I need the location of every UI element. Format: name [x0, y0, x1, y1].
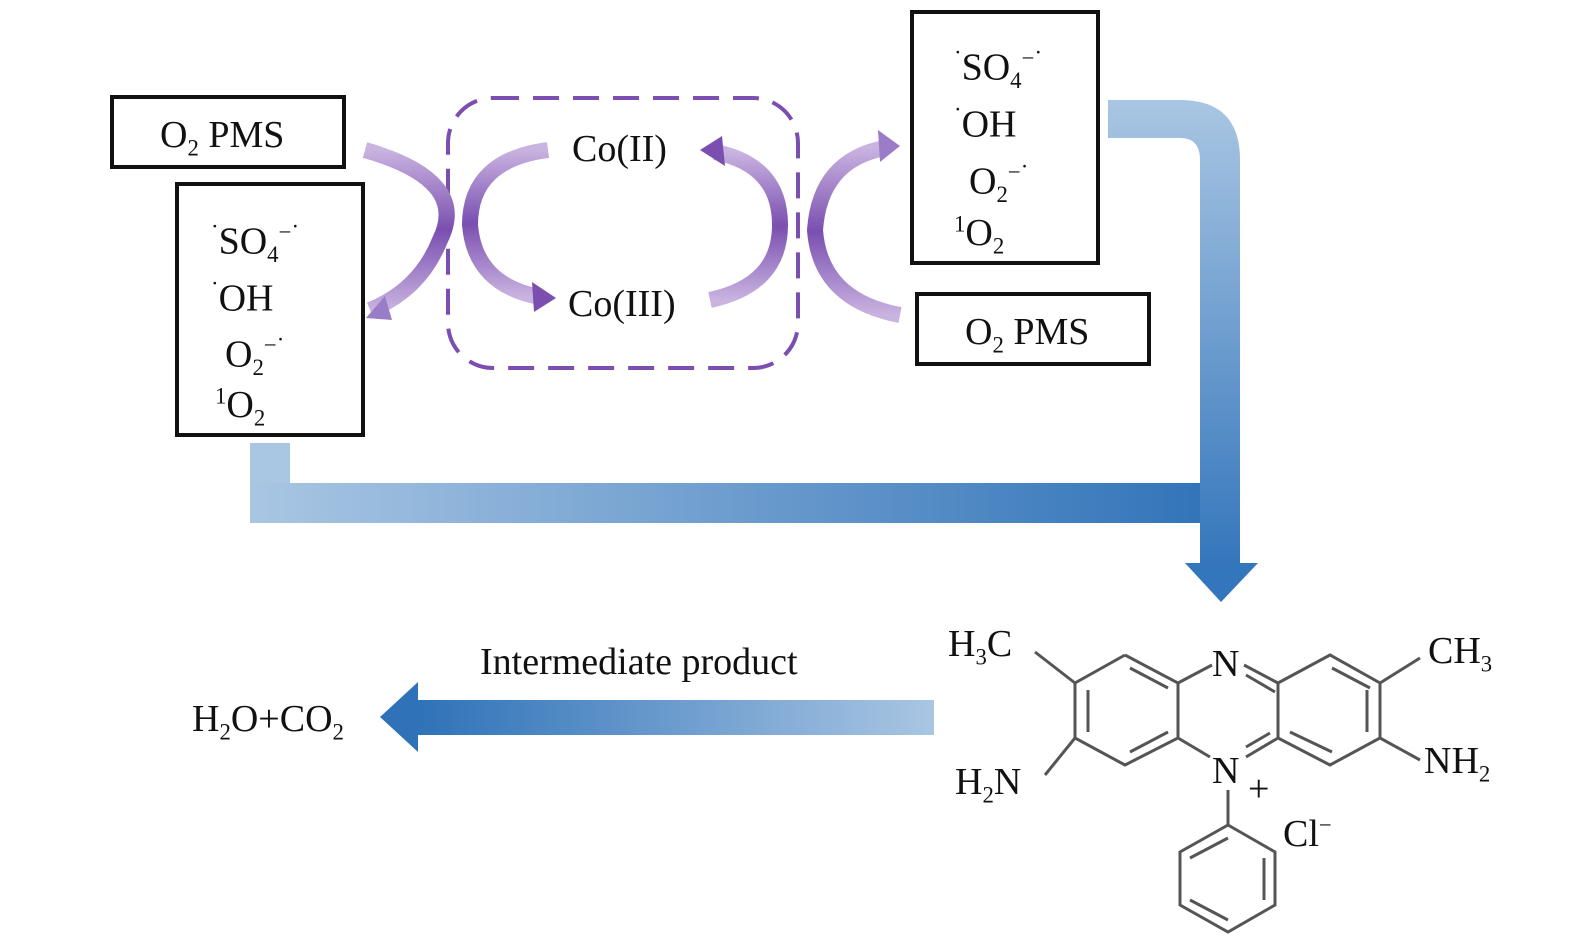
methyl-right-label: CH3 — [1428, 630, 1493, 677]
reactant-label-right: O2 PMS — [965, 311, 1090, 358]
species-superoxide-radical: O2−· — [225, 327, 285, 380]
species-sulfate-radical: ·SO4−· — [954, 40, 1043, 93]
reactant-box-left: O2 PMS — [110, 95, 346, 169]
ring-nitrogen-top: N — [1212, 643, 1240, 685]
cobalt-iii-label: Co(III) — [568, 283, 676, 325]
purple-curve-arrows — [362, 130, 902, 323]
amino-right-label: NH2 — [1424, 740, 1491, 787]
species-singlet-oxygen: 1O2 — [215, 383, 266, 431]
species-sulfate-radical: ·SO4−· — [211, 214, 300, 267]
safranin-structure — [1034, 650, 1421, 934]
species-singlet-oxygen: 1O2 — [954, 211, 1005, 259]
degradation-arrow — [380, 682, 934, 752]
chloride-counter-ion: Cl− — [1283, 812, 1332, 855]
final-products-label: H2O+CO2 — [192, 698, 344, 745]
species-superoxide-radical: O2−· — [969, 154, 1029, 207]
flow-arrow-right-to-dye — [1108, 100, 1258, 602]
flow-arrow-left-to-dye — [250, 443, 1228, 523]
methyl-left-label: H3C — [948, 623, 1013, 670]
cobalt-ii-label: Co(II) — [572, 128, 667, 170]
amino-left-label: H2N — [955, 761, 1022, 808]
species-box-right: ·SO4−· ·OH O2−· 1O2 — [910, 10, 1100, 265]
species-hydroxyl-radical: ·OH — [954, 97, 1017, 146]
positive-charge: + — [1248, 768, 1270, 810]
ring-nitrogen-bottom: N — [1212, 750, 1240, 792]
species-hydroxyl-radical: ·OH — [211, 271, 274, 320]
reactant-label-left: O2 PMS — [160, 114, 285, 161]
species-box-left: ·SO4−· ·OH O2−· 1O2 — [175, 182, 365, 437]
intermediate-product-label: Intermediate product — [480, 641, 798, 683]
reactant-box-right: O2 PMS — [915, 292, 1151, 366]
